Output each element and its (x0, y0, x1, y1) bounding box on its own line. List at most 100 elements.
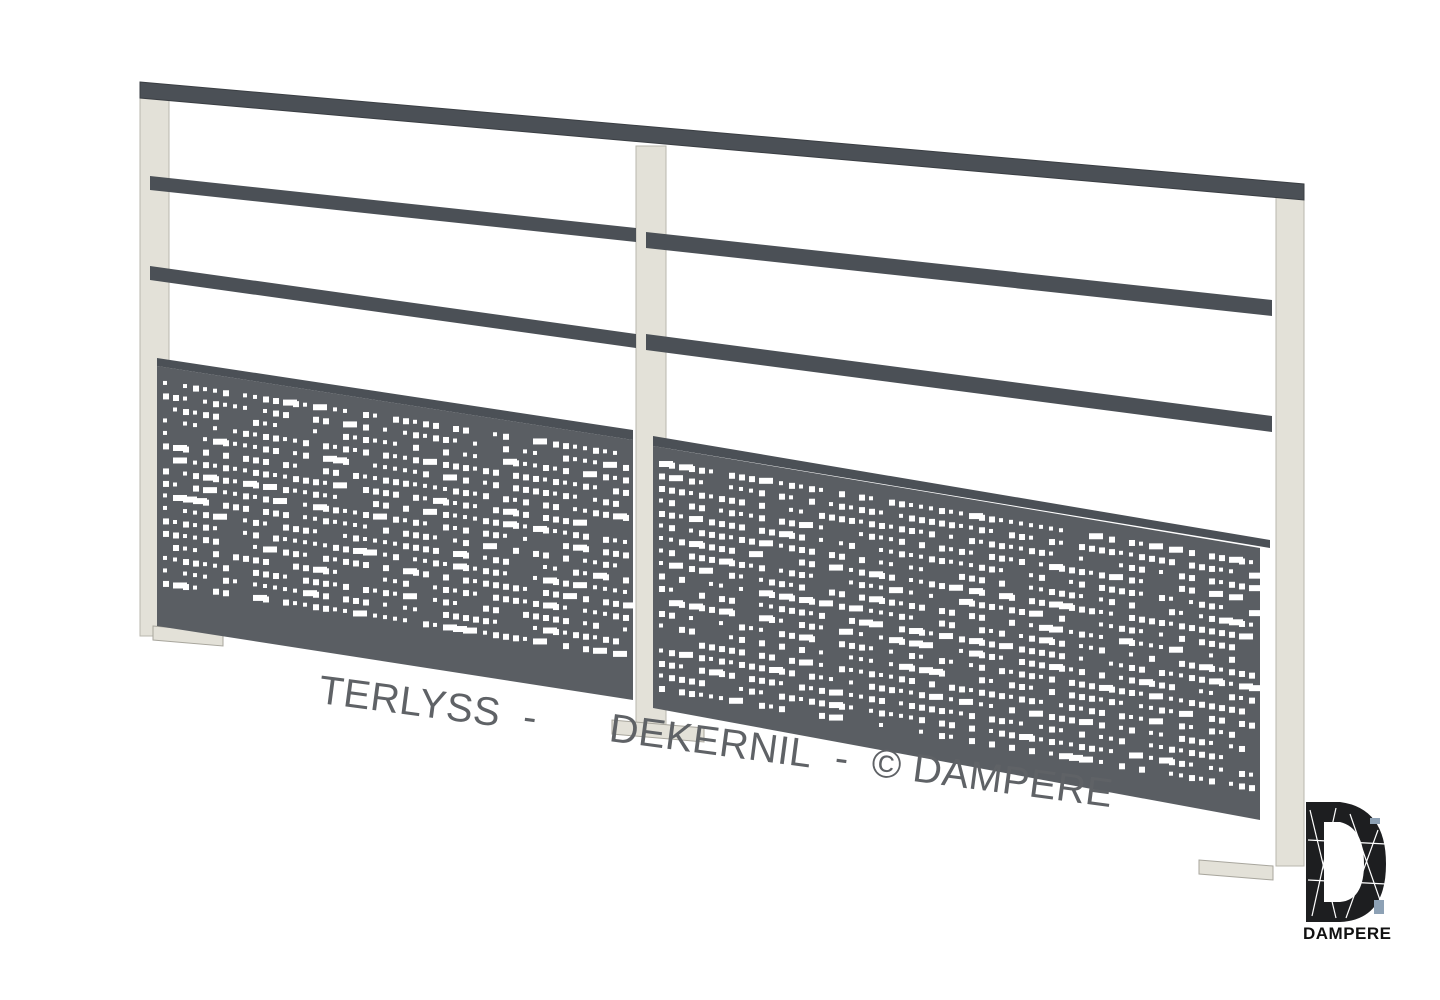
caption-separator: - (832, 735, 852, 782)
perforation-hole (659, 536, 663, 541)
perforation-hole (273, 510, 279, 517)
perforation-hole (1009, 557, 1013, 562)
perforation-hole (1059, 590, 1065, 597)
perforation-hole (899, 638, 905, 645)
perforation-hole (969, 550, 973, 555)
perforation-hole (323, 405, 327, 410)
perforation-hole (999, 518, 1003, 523)
perforation-hole (493, 557, 499, 564)
perforation-hole (799, 484, 803, 489)
perforation-hole (1109, 611, 1113, 616)
perforation-hole (603, 474, 609, 481)
perforation-hole (293, 488, 297, 493)
perforation-hole (1169, 646, 1183, 653)
perforation-hole (1219, 605, 1223, 610)
perforation-hole (463, 490, 469, 497)
perforation-hole (413, 532, 419, 539)
perforation-hole (749, 688, 755, 695)
perforation-hole (1129, 677, 1135, 684)
perforation-hole (403, 618, 407, 623)
perforation-hole (613, 500, 619, 507)
perforation-hole (739, 624, 745, 631)
perforation-hole (739, 649, 745, 656)
perforation-hole (799, 572, 805, 579)
perforation-hole (573, 482, 577, 487)
perforation-hole (403, 518, 407, 523)
perforation-hole (889, 574, 895, 581)
perforation-hole (233, 554, 239, 561)
perforation-hole (979, 527, 985, 534)
perforation-hole (513, 635, 519, 642)
perforation-hole (363, 599, 369, 606)
perforation-hole (233, 404, 237, 409)
perforation-hole (769, 654, 775, 661)
perforation-hole (869, 496, 873, 501)
perforation-hole (1139, 541, 1143, 546)
perforation-hole (799, 559, 805, 566)
perforation-hole (1169, 709, 1173, 714)
perforation-hole (323, 518, 329, 525)
perforation-hole (729, 697, 743, 704)
perforation-hole (463, 552, 469, 559)
perforation-hole (1089, 633, 1093, 638)
perforation-hole (989, 641, 995, 648)
perforation-hole (699, 467, 705, 474)
perforation-hole (889, 674, 893, 679)
perforation-hole (563, 455, 569, 462)
perforation-hole (163, 530, 169, 537)
perforation-hole (899, 663, 913, 670)
perforation-hole (1209, 578, 1215, 585)
perforation-hole (263, 446, 269, 453)
perforation-hole (1029, 748, 1035, 755)
perforation-hole (909, 603, 915, 610)
perforation-hole (1029, 648, 1035, 655)
perforation-hole (1079, 569, 1085, 576)
perforation-hole (1169, 671, 1173, 676)
perforation-hole (679, 539, 685, 546)
perforation-hole (909, 503, 913, 508)
perforation-hole (273, 423, 277, 428)
perforation-hole (303, 477, 309, 484)
perforation-hole (829, 702, 843, 709)
perforation-hole (163, 493, 167, 498)
perforation-hole (183, 546, 187, 551)
perforation-hole (1229, 694, 1235, 701)
perforation-hole (603, 449, 607, 454)
perforation-hole (789, 507, 793, 512)
perforation-hole (659, 511, 665, 518)
perforation-hole (1119, 700, 1123, 705)
perforation-hole (1129, 564, 1135, 571)
perforation-hole (759, 565, 765, 572)
perforation-hole (659, 548, 663, 553)
perforation-hole (839, 541, 843, 546)
perforation-hole (1149, 680, 1155, 687)
perforation-hole (959, 573, 965, 580)
perforation-hole (403, 505, 409, 512)
perforation-hole (1229, 706, 1235, 713)
perforation-hole (373, 463, 377, 468)
perforation-hole (739, 686, 743, 691)
perforation-hole (1029, 610, 1043, 617)
perforation-hole (193, 473, 199, 480)
perforation-hole (1109, 749, 1113, 754)
perforation-hole (193, 460, 197, 465)
perforation-hole (493, 432, 497, 437)
perforation-hole (889, 612, 893, 617)
perforation-hole (719, 521, 725, 528)
perforation-hole (613, 638, 619, 645)
perforation-hole (573, 444, 577, 449)
perforation-hole (819, 712, 825, 719)
perforation-hole (173, 532, 179, 539)
perforation-hole (453, 626, 467, 633)
perforation-hole (213, 526, 217, 531)
perforation-hole (283, 474, 287, 479)
perforation-hole (533, 525, 547, 532)
perforation-hole (989, 691, 995, 698)
perforation-hole (829, 552, 835, 559)
perforation-hole (1209, 690, 1213, 695)
perforation-hole (413, 607, 417, 612)
perforation-hole (1039, 599, 1045, 606)
perforation-hole (979, 689, 985, 696)
perforation-hole (243, 493, 249, 500)
perforation-hole (593, 635, 597, 640)
